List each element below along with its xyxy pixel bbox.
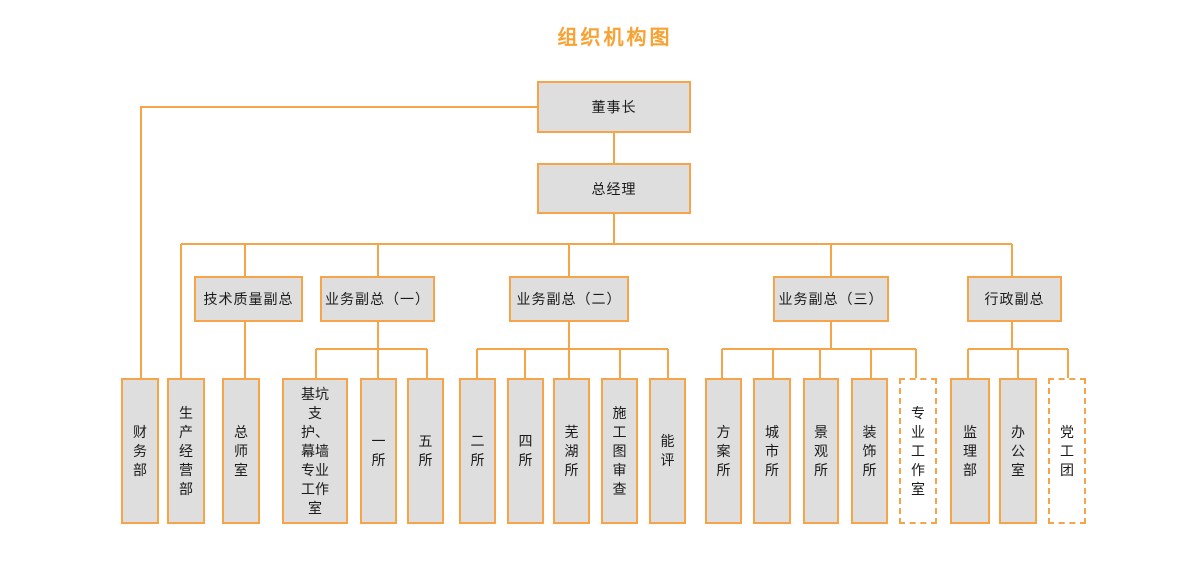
dept-label: 基坑支护、幕墙专业工作室 (301, 385, 329, 516)
dept-label: 专业工作室 (911, 404, 925, 497)
dept-label: 生产经营部 (179, 404, 193, 497)
dept-institute-2: 二所 (459, 378, 496, 524)
dept-label: 四所 (518, 433, 533, 468)
dept-label: 能评 (660, 433, 675, 468)
node-general-manager: 总经理 (537, 163, 691, 214)
dept-production-operations: 生产经营部 (167, 378, 205, 524)
dept-label: 芜湖所 (564, 423, 579, 478)
dept-label: 总师室 (234, 423, 248, 478)
dept-supervision: 监理部 (950, 378, 990, 524)
node-deputy-business-1: 业务副总（一） (320, 276, 435, 322)
dept-label: 城市所 (765, 423, 779, 478)
chart-title: 组织机构图 (557, 27, 673, 49)
dept-label: 二所 (470, 433, 485, 468)
node-chairman: 董事长 (537, 81, 691, 133)
node-deputy-admin: 行政副总 (967, 276, 1062, 322)
dept-label: 装饰所 (862, 423, 877, 478)
dept-urban-institute: 城市所 (753, 378, 791, 524)
dept-label: 五所 (418, 433, 433, 468)
dept-label: 一所 (371, 433, 386, 468)
node-deputy-business-2: 业务副总（二） (509, 276, 629, 322)
dept-label: 方案所 (716, 423, 731, 478)
dept-label: 景观所 (814, 423, 828, 478)
dept-institute-5: 五所 (407, 378, 444, 524)
dept-label: 施工图审查 (612, 404, 627, 497)
dept-label: 监理部 (963, 423, 977, 478)
dept-chief-engineer-office: 总师室 (222, 378, 260, 524)
dept-landscape-institute: 景观所 (803, 378, 839, 524)
dept-wuhu-institute: 芜湖所 (553, 378, 590, 524)
dept-scheme-institute: 方案所 (705, 378, 742, 524)
dept-party-youth-union: 党工团 (1048, 378, 1086, 524)
dept-office: 办公室 (999, 378, 1037, 524)
dept-label: 办公室 (1011, 423, 1025, 478)
dept-decoration-institute: 装饰所 (851, 378, 888, 524)
dept-energy-assessment: 能评 (649, 378, 686, 524)
node-deputy-business-3: 业务副总（三） (773, 276, 889, 322)
dept-professional-studio: 专业工作室 (899, 378, 937, 524)
node-deputy-tech-quality: 技术质量副总 (194, 276, 303, 322)
dept-label: 财务部 (133, 423, 147, 478)
dept-label: 党工团 (1060, 423, 1074, 478)
dept-construction-drawing-review: 施工图审查 (601, 378, 638, 524)
dept-finance: 财务部 (121, 378, 159, 524)
dept-pit-support-curtain-wall-studio: 基坑支护、幕墙专业工作室 (282, 378, 348, 524)
dept-institute-1: 一所 (360, 378, 397, 524)
dept-institute-4: 四所 (507, 378, 544, 524)
